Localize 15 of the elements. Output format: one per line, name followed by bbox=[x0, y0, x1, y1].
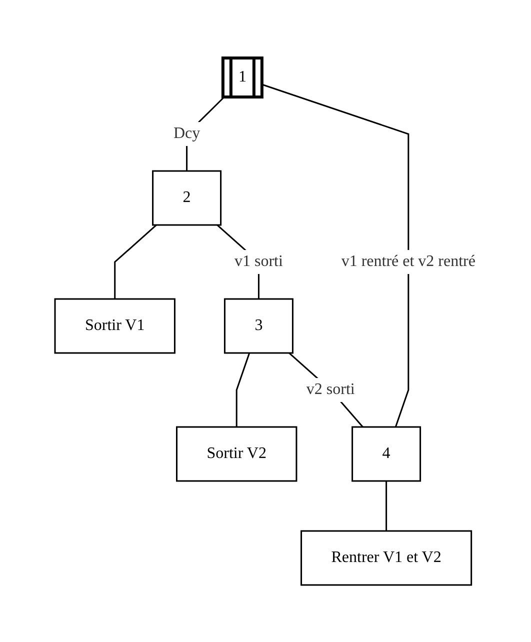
node-box: 2 bbox=[152, 170, 222, 226]
connector bbox=[114, 224, 158, 298]
connector bbox=[262, 83, 410, 427]
edge-label: v1 rentré et v2 rentré bbox=[342, 252, 476, 270]
connector bbox=[236, 352, 250, 426]
connector bbox=[386, 480, 388, 530]
node-box: 4 bbox=[352, 426, 422, 482]
connector bbox=[288, 352, 364, 427]
node-box: Sortir V1 bbox=[54, 298, 176, 354]
edge-label: v1 sorti bbox=[234, 252, 284, 270]
node-box: Sortir V2 bbox=[176, 426, 298, 482]
edge-label: v2 sorti bbox=[306, 380, 356, 398]
edge-label: Dcy bbox=[174, 124, 200, 142]
node-box: Rentrer V1 et V2 bbox=[300, 530, 472, 586]
node-box: 3 bbox=[224, 298, 294, 354]
